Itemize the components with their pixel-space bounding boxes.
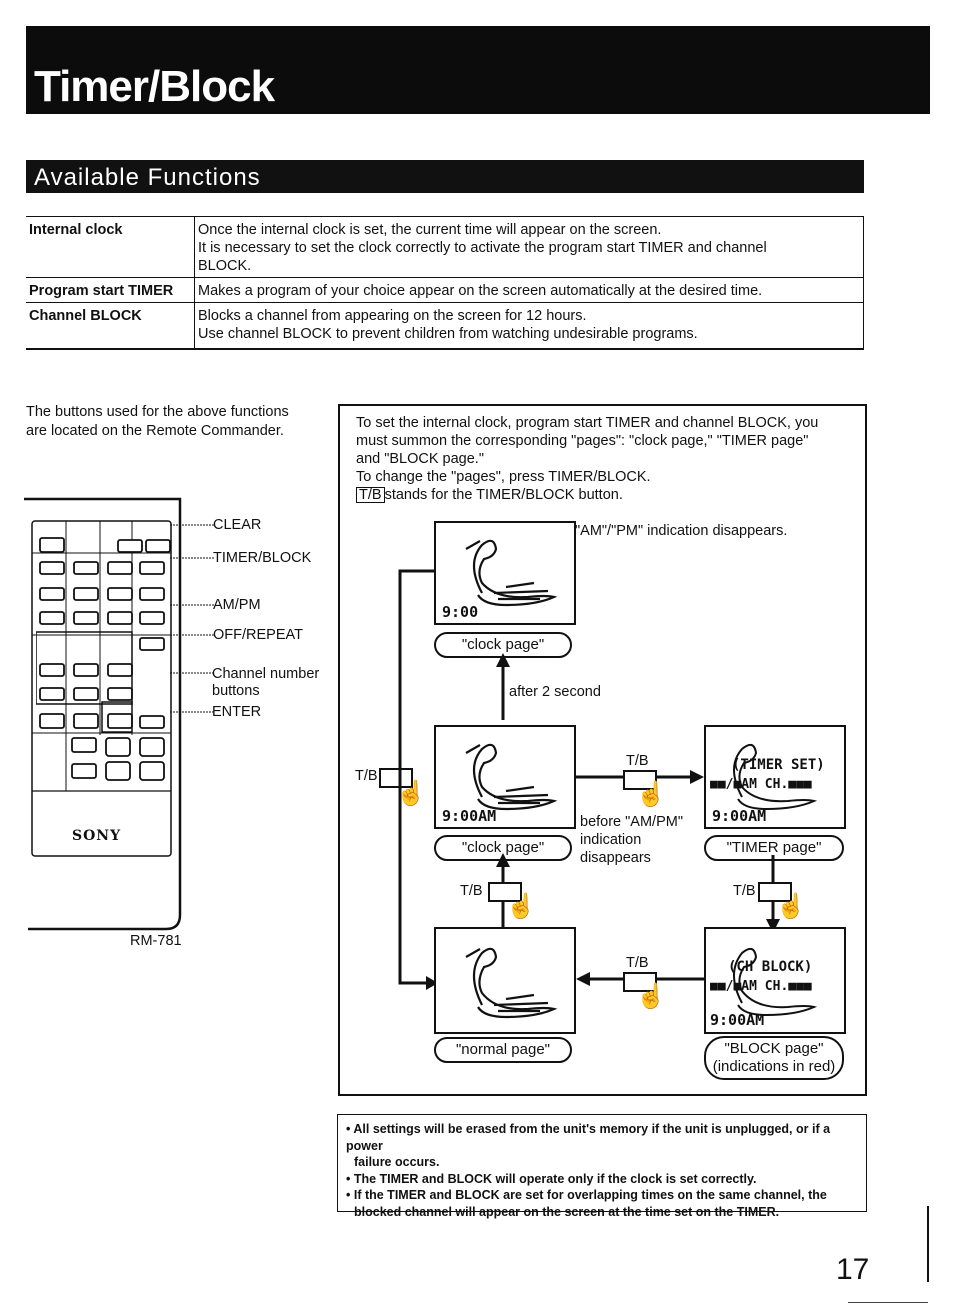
note-item: • If the TIMER and BLOCK are set for ove… bbox=[346, 1188, 827, 1202]
tv-screen-clock-ampm: 9:00AM bbox=[434, 725, 576, 829]
footer-rule bbox=[848, 1302, 928, 1303]
block-line2: ■■/■AM CH.■■■ bbox=[710, 979, 812, 994]
remote-intro: The buttons used for the above functions… bbox=[26, 404, 289, 439]
clock-page-caption: "clock page" bbox=[434, 835, 572, 861]
table-row: Channel BLOCK Blocks a channel from appe… bbox=[26, 302, 864, 349]
pointing-hand-icon: ☝ bbox=[636, 781, 666, 808]
tb-label: T/B bbox=[626, 753, 649, 769]
swan-icon bbox=[465, 743, 558, 811]
clock-page-caption: "clock page" bbox=[434, 632, 572, 658]
brand-logo: SONY bbox=[72, 828, 122, 844]
timer-line1: (TIMER SET) bbox=[732, 757, 825, 773]
block-page-caption: "BLOCK page" (indications in red) bbox=[704, 1036, 844, 1080]
before-ampm-note: before "AM/PM" indication disappears bbox=[580, 814, 683, 866]
pointing-hand-icon: ☝ bbox=[776, 893, 806, 920]
tv-screen-clock: 9:00 bbox=[434, 521, 576, 625]
pointing-hand-icon: ☝ bbox=[506, 893, 536, 920]
table-row: Program start TIMER Makes a program of y… bbox=[26, 277, 864, 303]
leader-lines bbox=[170, 524, 214, 713]
swan-icon bbox=[465, 539, 558, 607]
label-am-pm: AM/PM bbox=[213, 597, 261, 613]
timer-page-caption: "TIMER page" bbox=[704, 835, 844, 861]
after-seconds-note: after 2 second bbox=[509, 684, 601, 700]
function-description: Blocks a channel from appearing on the s… bbox=[194, 302, 864, 349]
function-description: Once the internal clock is set, the curr… bbox=[194, 216, 864, 278]
notes-box: • All settings will be erased from the u… bbox=[337, 1114, 867, 1219]
tb-button-icon bbox=[623, 770, 657, 790]
function-name: Program start TIMER bbox=[26, 277, 195, 303]
tb-button-icon bbox=[623, 972, 657, 992]
function-description: Makes a program of your choice appear on… bbox=[194, 277, 864, 303]
ampm-note: "AM"/"PM" indication disappears. bbox=[575, 523, 788, 539]
tb-button-icon bbox=[379, 768, 413, 788]
screen-time: 9:00AM bbox=[710, 1011, 765, 1029]
timer-line2: ■■/■AM CH.■■■ bbox=[710, 777, 812, 792]
title-bar bbox=[26, 26, 930, 114]
normal-page-caption: "normal page" bbox=[434, 1037, 572, 1063]
page-title: Timer/Block bbox=[34, 62, 275, 111]
note-item: failure occurs. bbox=[354, 1155, 440, 1169]
pointing-hand-icon: ☝ bbox=[396, 780, 426, 807]
section-title: Available Functions bbox=[34, 164, 261, 191]
tb-button-icon bbox=[488, 882, 522, 902]
pointing-hand-icon: ☝ bbox=[636, 983, 666, 1010]
label-enter: ENTER bbox=[212, 704, 262, 720]
tb-label: T/B bbox=[355, 768, 378, 784]
label-timer-block: TIMER/BLOCK bbox=[213, 550, 312, 566]
label-channel-number: Channel number buttons bbox=[212, 666, 320, 699]
tv-screen-block: (CH BLOCK) ■■/■AM CH.■■■ 9:00AM bbox=[704, 927, 846, 1034]
screen-time: 9:00 bbox=[442, 603, 479, 621]
swan-icon bbox=[465, 947, 558, 1019]
remote-model: RM-781 bbox=[130, 933, 182, 949]
function-name: Internal clock bbox=[26, 216, 195, 278]
functions-table: Internal clock Once the internal clock i… bbox=[26, 216, 864, 350]
margin-rule bbox=[927, 1206, 929, 1282]
tb-label: T/B bbox=[626, 955, 649, 971]
note-item: blocked channel will appear on the scree… bbox=[354, 1204, 780, 1219]
function-name: Channel BLOCK bbox=[26, 302, 195, 349]
section-bar bbox=[26, 160, 864, 193]
label-clear: CLEAR bbox=[213, 517, 262, 533]
tb-key-icon: T/B bbox=[356, 487, 385, 503]
screen-time: 9:00AM bbox=[442, 807, 497, 825]
remote-buttons bbox=[35, 532, 176, 797]
swan-icon bbox=[733, 743, 818, 811]
diagram-box bbox=[338, 404, 867, 1096]
tv-screen-normal bbox=[434, 927, 576, 1034]
page-number: 17 bbox=[836, 1253, 870, 1286]
block-line1: (CH BLOCK) bbox=[728, 959, 813, 975]
tb-button-icon bbox=[758, 882, 792, 902]
diagram-intro: To set the internal clock, program start… bbox=[356, 415, 819, 503]
label-off-repeat: OFF/REPEAT bbox=[213, 627, 303, 643]
note-item: • The TIMER and BLOCK will operate only … bbox=[346, 1171, 757, 1186]
tb-label: T/B bbox=[733, 883, 756, 899]
tv-screen-timer: (TIMER SET) ■■/■AM CH.■■■ 9:00AM bbox=[704, 725, 846, 829]
screen-time: 9:00AM bbox=[712, 807, 767, 825]
swan-icon bbox=[733, 947, 818, 1017]
remote-commander-illustration bbox=[24, 497, 182, 931]
note-item: • All settings will be erased from the u… bbox=[346, 1122, 831, 1153]
tb-label: T/B bbox=[460, 883, 483, 899]
table-row: Internal clock Once the internal clock i… bbox=[26, 216, 864, 278]
